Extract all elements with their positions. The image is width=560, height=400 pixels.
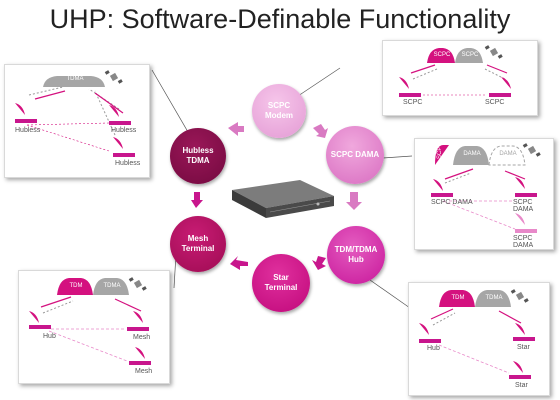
- cycle-arrow: [191, 192, 203, 208]
- node-hubless-tdma: Hubless TDMA: [170, 128, 226, 184]
- satellite-icon: [510, 289, 529, 303]
- site-label: SCPC: [485, 99, 505, 106]
- node-scpc-modem: SCPC Modem: [252, 84, 306, 138]
- site-label: Hubless: [15, 127, 41, 134]
- cycle-arrow: [228, 122, 244, 136]
- panel-hubless-tdma: TDMA Hubless Hubless Hubless: [4, 64, 150, 178]
- satellite-dish-icon: [399, 77, 511, 89]
- carrier-label: TDMA: [485, 295, 503, 301]
- satellite-icon: [484, 45, 503, 59]
- node-scpc-dama: SCPC DAMA: [326, 126, 384, 184]
- page-title: UHP: Software-Definable Functionality: [49, 4, 511, 34]
- site-label: Hubless: [115, 160, 141, 167]
- modem-device-icon: [232, 180, 334, 218]
- site-label: Hub: [43, 333, 56, 340]
- modem-device-icon: [15, 119, 135, 157]
- panel-scpc-modem: SCPC SCPC SCPC SCPC: [382, 40, 538, 116]
- node-star-terminal: Star Terminal: [252, 254, 310, 312]
- carrier-label: DAMA: [499, 151, 517, 157]
- hubless-network-diagram: [15, 70, 135, 157]
- carrier-label: TDM: [451, 295, 465, 301]
- satellite-icon: [522, 143, 541, 157]
- carrier-label: SCPC: [437, 142, 443, 159]
- site-label: SCPC DAMA: [513, 235, 534, 249]
- scpc-dama-network-diagram: [431, 143, 541, 233]
- satellite-icon: [104, 70, 123, 84]
- site-label: SCPC DAMA: [431, 199, 473, 206]
- site-label: Star: [517, 344, 530, 351]
- satellite-dish-icon: [15, 103, 123, 149]
- carrier-label: SCPC: [433, 52, 451, 58]
- carrier-label: SCPC: [461, 52, 479, 58]
- modem-device-icon: [419, 337, 535, 379]
- node-mesh-terminal: Mesh Terminal: [170, 216, 226, 272]
- site-label: SCPC DAMA: [513, 199, 534, 213]
- site-label: SCPC: [403, 99, 423, 106]
- site-label: Mesh: [133, 334, 151, 341]
- carrier-label: TDM: [69, 283, 83, 289]
- satellite-dish-icon: [29, 311, 145, 359]
- site-label: Hub: [427, 345, 440, 352]
- modem-device-icon: [399, 93, 511, 97]
- carrier-label: TDMA: [66, 76, 84, 82]
- carrier-label: DAMA: [463, 151, 481, 157]
- cycle-arrow: [312, 256, 326, 270]
- panel-mesh-terminal: TDM TDMA Hub Mesh Mesh: [18, 270, 170, 384]
- cycle-arrow: [313, 124, 328, 138]
- carrier-label: TDMA: [103, 283, 121, 289]
- satellite-dish-icon: [419, 323, 525, 373]
- site-label: Mesh: [135, 368, 153, 375]
- satellite-icon: [128, 277, 147, 291]
- node-tdm-tdma-hub: TDM/TDMA Hub: [327, 226, 385, 284]
- site-label: Hubless: [111, 127, 137, 134]
- site-label: Star: [515, 382, 528, 389]
- scpc-network-diagram: [399, 45, 511, 97]
- mesh-network-diagram: [29, 277, 151, 365]
- cycle-arrow: [230, 256, 248, 270]
- modem-device-icon: [431, 193, 537, 233]
- star-network-diagram: [419, 289, 535, 379]
- panel-star-terminal: TDM TDMA Hub Star Star: [408, 282, 550, 396]
- cycle-arrow: [346, 192, 362, 210]
- satellite-dish-icon: [433, 177, 525, 225]
- modem-device-icon: [29, 325, 151, 365]
- panel-scpc-dama: SCPC DAMA DAMA SCPC DAMA SCPC DAMA SCPC …: [414, 138, 554, 250]
